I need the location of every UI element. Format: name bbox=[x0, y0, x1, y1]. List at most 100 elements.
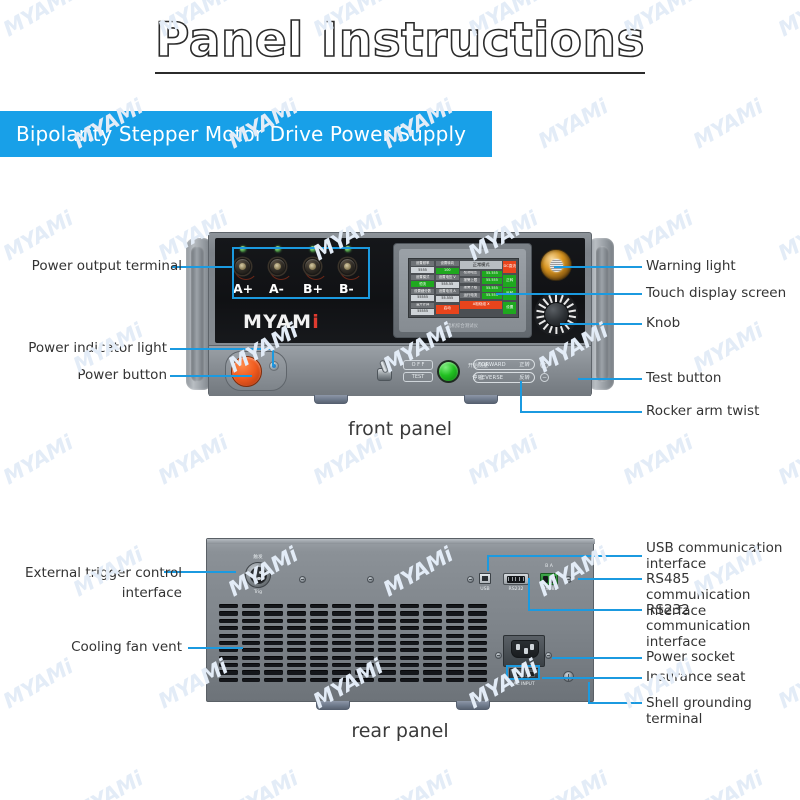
ac-socket-screw bbox=[495, 652, 502, 659]
cooling-fan-vent bbox=[219, 604, 488, 682]
brand-logo-accent: i bbox=[312, 311, 320, 333]
screen-cell-label: 运行电流 bbox=[460, 293, 481, 298]
screen-readout-row: 检测电压 55.555 bbox=[460, 270, 502, 277]
callout-usb-communication-interface: USB communication interface bbox=[646, 540, 796, 573]
reverse-direction-pill: REVERSE 反转 bbox=[473, 372, 535, 383]
vent-row bbox=[219, 655, 488, 660]
screen-side-button[interactable]: 设置 bbox=[503, 301, 516, 314]
rs232-pin bbox=[508, 577, 510, 581]
rs485-terminal-block[interactable] bbox=[540, 573, 558, 585]
terminal-post-b-minus[interactable] bbox=[339, 258, 356, 275]
callout-label-text: Insurance seat bbox=[646, 669, 746, 685]
power-output-terminal-highlight bbox=[232, 247, 370, 299]
screen-right-column: 正常模式 检测电压 55.555 报警上限 55.555 报警下限 bbox=[460, 261, 502, 315]
touch-display-screen[interactable]: 设置频率 5555 设置模式 恒流 设置细分数 55555 温升计算 55555… bbox=[408, 258, 519, 318]
rs232-pin-row bbox=[507, 575, 525, 583]
callout-test-button: Test button bbox=[646, 370, 721, 387]
power-button[interactable] bbox=[231, 356, 262, 387]
callout-label-text: RS485 communication interface bbox=[646, 571, 751, 619]
screen-side-buttons: DC直流 正转 反转 设置 bbox=[503, 261, 516, 315]
ac-input-label: AC INPUT bbox=[513, 682, 535, 687]
screen-cell-value: 55555 bbox=[411, 295, 435, 302]
screen-side-button[interactable]: 正转 bbox=[503, 274, 516, 287]
callout-rs232-communication-interface: RS232 communication interface bbox=[646, 602, 796, 651]
power-socket[interactable] bbox=[503, 635, 545, 667]
watermark-text: MYAMi bbox=[689, 318, 767, 378]
screen-cell-value: 100 bbox=[435, 267, 459, 274]
callout-label-text: Shell grounding terminal bbox=[646, 695, 752, 727]
terminal-post-a-minus[interactable] bbox=[269, 258, 286, 275]
screen-cell-label: 设置模式 bbox=[411, 274, 435, 280]
callout-label-text: Power indicator light bbox=[28, 340, 167, 356]
watermark-text: MYAMi bbox=[689, 766, 767, 800]
callout-label-text: Warning light bbox=[646, 258, 736, 274]
screen-cell-value: 55.555 bbox=[481, 270, 502, 277]
watermark-text: MYAMi bbox=[534, 766, 612, 800]
screen-readout-row: 报警下限 55.555 bbox=[460, 285, 502, 292]
screen-readout-row: 运行电流 55.555 bbox=[460, 293, 502, 299]
reverse-label-en: REVERSE bbox=[478, 374, 504, 381]
callout-rs485-communication-interface: RS485 communication interface bbox=[646, 571, 796, 620]
callout-label-text: USB communication interface bbox=[646, 540, 783, 572]
chassis-screw bbox=[367, 576, 374, 583]
knob-dial[interactable] bbox=[534, 292, 578, 336]
test-label-pill: TEST bbox=[403, 372, 433, 382]
leader-usb-run bbox=[487, 555, 621, 557]
forward-direction-pill: FORWARD 正转 bbox=[473, 359, 535, 370]
callout-insurance-seat: Insurance seat bbox=[646, 669, 746, 686]
front-foot-left bbox=[314, 395, 348, 404]
screen-phase-button[interactable]: A相绕组 X bbox=[460, 300, 502, 309]
callout-external-trigger-control-interface: External trigger control interface bbox=[14, 563, 182, 604]
knob-cap[interactable] bbox=[543, 301, 569, 327]
leader-usb bbox=[620, 555, 642, 557]
leader-shell-grounding bbox=[588, 702, 642, 704]
forward-label-cn: 正转 bbox=[519, 362, 530, 368]
rear-foot-left bbox=[316, 701, 350, 710]
screen-side-button[interactable]: DC直流 bbox=[503, 261, 516, 273]
rs485-pin-label: B A bbox=[545, 564, 553, 569]
test-button[interactable] bbox=[437, 360, 460, 383]
screen-cell-label: 温升计算 bbox=[411, 302, 435, 308]
increase-button[interactable]: + bbox=[540, 360, 549, 369]
leader-knob bbox=[560, 323, 642, 325]
usb-port[interactable] bbox=[479, 573, 491, 584]
screen-cell-value: 55.555 bbox=[481, 278, 502, 284]
external-trigger-connector[interactable] bbox=[245, 562, 271, 588]
screen-start-button[interactable]: 启动 bbox=[435, 305, 459, 314]
watermark-text: MYAMi bbox=[689, 94, 767, 154]
screen-cell-label: 报警下限 bbox=[460, 285, 481, 291]
vent-row bbox=[219, 626, 488, 631]
vent-row bbox=[219, 611, 488, 616]
terminal-label-b-plus: B+ bbox=[303, 281, 324, 296]
warning-light bbox=[540, 249, 572, 281]
decrease-button[interactable]: − bbox=[540, 373, 549, 382]
ac-socket-screw bbox=[545, 652, 552, 659]
rs232-port[interactable] bbox=[503, 573, 529, 585]
terminal-post-a-plus[interactable] bbox=[234, 258, 251, 275]
screen-cell-value: 55.555 bbox=[481, 285, 502, 292]
rack-handle-right[interactable] bbox=[588, 238, 614, 390]
screen-cell-value: 55.555 bbox=[435, 295, 459, 302]
fuse-slot bbox=[525, 670, 535, 677]
screen-cell-label: 设置电压 V bbox=[435, 275, 459, 280]
leader-power-indicator-light bbox=[170, 348, 274, 350]
callout-rocker-arm-twist: Rocker arm twist bbox=[646, 403, 759, 420]
trigger-pin bbox=[259, 570, 263, 574]
callout-label-text: Power socket bbox=[646, 649, 735, 665]
watermark-text: MYAMi bbox=[534, 94, 612, 154]
insurance-seat-highlight bbox=[506, 665, 540, 680]
screen-cell-label: 设置细分数 bbox=[411, 288, 435, 294]
rs485-label: RS485 bbox=[542, 587, 558, 592]
screen-cell-label: 设置电流 A bbox=[435, 289, 459, 294]
callout-label-text: Power button bbox=[77, 367, 167, 383]
screen-mode-title: 正常模式 bbox=[460, 261, 502, 269]
callout-touch-display-screen: Touch display screen bbox=[646, 285, 787, 302]
callout-knob: Knob bbox=[646, 315, 680, 332]
screen-subtitle: 电机综合测试仪 bbox=[447, 324, 478, 329]
rear-top-edge bbox=[207, 539, 595, 544]
chassis-screw bbox=[467, 576, 474, 583]
screen-cell-label: 检测电压 bbox=[460, 270, 481, 276]
terminal-post-b-plus[interactable] bbox=[304, 258, 321, 275]
callout-label-text: Touch display screen bbox=[646, 285, 787, 301]
callout-cooling-fan-vent: Cooling fan vent bbox=[14, 639, 182, 656]
